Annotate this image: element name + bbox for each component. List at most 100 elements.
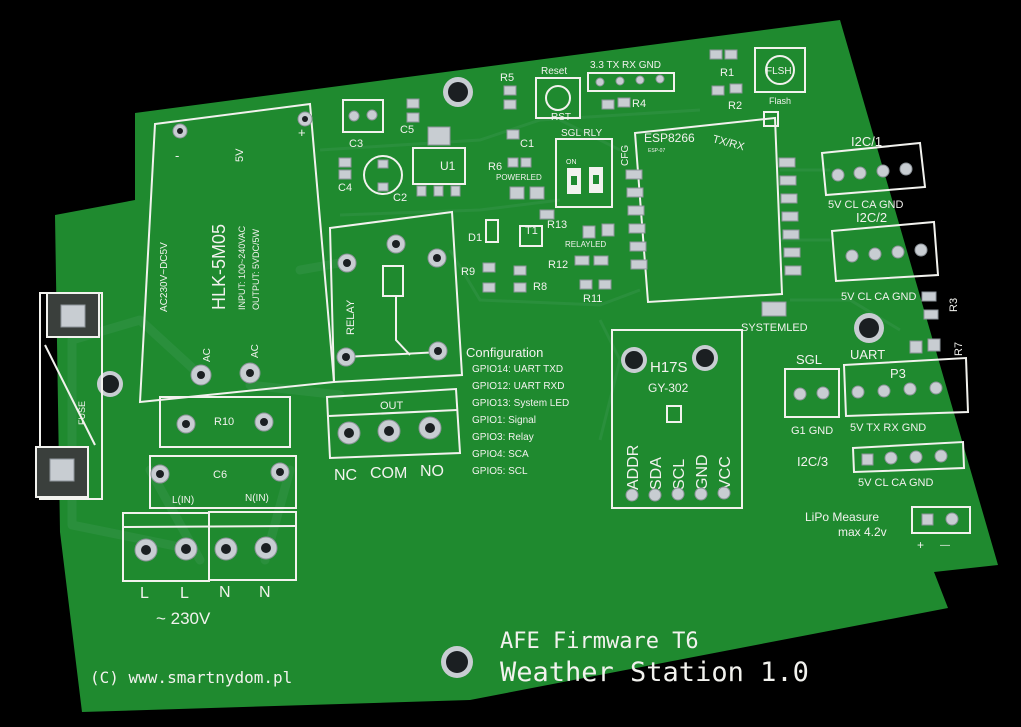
c6-nin-label: N(IN) xyxy=(245,493,269,504)
t1-label: T1 xyxy=(525,225,538,237)
c3-label: C3 xyxy=(349,138,363,150)
r13-label: R13 xyxy=(547,219,567,231)
i2c2-pins: 5V CL CA GND xyxy=(841,291,916,303)
firmware-title: AFE Firmware T6 xyxy=(500,629,699,654)
uart-label: UART xyxy=(850,347,885,362)
uart-conn-label: P3 xyxy=(890,366,906,381)
r8-label: R8 xyxy=(533,281,547,293)
c2-label: C2 xyxy=(393,192,407,204)
esp-name: ESP8266 xyxy=(644,131,695,145)
r7-label: R7 xyxy=(953,342,965,356)
pcb-substrate xyxy=(55,20,998,712)
i2c1-pins: 5V CL CA GND xyxy=(828,199,903,211)
esp-right-pads xyxy=(778,157,802,276)
nc-label: NC xyxy=(334,467,357,484)
esp-sub: ESP-07 xyxy=(648,148,665,154)
lipo-sub: max 4.2v xyxy=(838,525,887,539)
relay: RELAY xyxy=(328,210,464,384)
relay-out-terminal: OUT NC COM NO xyxy=(325,387,462,484)
r3-label: R3 xyxy=(948,298,960,312)
sensor-pin-addr: ADDR xyxy=(625,445,642,490)
module-side-label: AC230V~DC5V xyxy=(159,242,170,312)
sensor-code: H17S xyxy=(650,359,688,376)
no-label: NO xyxy=(420,463,444,480)
i2c2-connector: I2C/2 5V CL CA GND xyxy=(830,210,940,303)
r9-label: R9 xyxy=(461,266,475,278)
c4-label: C4 xyxy=(338,182,352,194)
sgl-rly-label: SGL RLY xyxy=(561,128,602,139)
reset-label: Reset xyxy=(541,66,567,77)
c6-capacitor: C6 L(IN) N(IN) xyxy=(149,455,297,509)
sensor-name: GY-302 xyxy=(648,381,689,395)
d1-label: D1 xyxy=(468,232,482,244)
mains-voltage: ~ 230V xyxy=(156,609,211,628)
uart-connector: UART P3 5V TX RX GND xyxy=(842,347,970,434)
config-title: Configuration xyxy=(466,345,543,360)
module-output: OUTPUT: 5VDC/5W xyxy=(251,228,261,310)
i2c3-pins: 5V CL CA GND xyxy=(858,477,933,489)
c6-lin-label: L(IN) xyxy=(172,495,194,506)
com-label: COM xyxy=(370,465,407,482)
flsh-label: FLSH xyxy=(766,66,792,77)
cfg-label: CFG xyxy=(620,145,631,166)
r5-label: R5 xyxy=(500,72,514,84)
uart-pins: 5V TX RX GND xyxy=(850,422,926,434)
lipo-minus: — xyxy=(940,540,950,551)
i2c1-label: I2C/1 xyxy=(851,134,882,149)
sgl-pins: G1 GND xyxy=(791,425,833,437)
product-title: Weather Station 1.0 xyxy=(500,657,809,688)
copyright-text: (C) www.smartnydom.pl xyxy=(90,668,292,687)
config-line: GPIO5: SCL xyxy=(472,466,528,477)
sensor-pin-gnd: GND xyxy=(694,454,711,490)
sensor-pin-vcc: VCC xyxy=(717,456,734,490)
r11-label: R11 xyxy=(583,293,602,305)
i2c3-connector: I2C/3 5V CL CA GND xyxy=(797,440,966,489)
c5-label: C5 xyxy=(400,124,414,136)
board-footer: AFE Firmware T6 Weather Station 1.0 (C) … xyxy=(90,629,809,688)
esp-left-pads xyxy=(625,169,648,270)
r10-resistor: R10 xyxy=(159,396,291,448)
module-minus-label: - xyxy=(175,148,179,163)
fuse-holder: FUSE xyxy=(35,292,103,500)
sensor-pin-scl: SCL xyxy=(671,459,688,490)
module-plus-label: + xyxy=(298,125,306,140)
on-label: ON xyxy=(566,159,577,166)
config-line: GPIO13: System LED xyxy=(472,398,569,409)
u1-label: U1 xyxy=(440,159,456,173)
c6-label: C6 xyxy=(213,469,227,481)
module-name: HLK-5M05 xyxy=(209,224,229,310)
lipo-plus: + xyxy=(917,538,924,552)
i2c1-connector: I2C/1 5V CL CA GND xyxy=(820,134,927,211)
config-line: GPIO3: Relay xyxy=(472,432,534,443)
systemled-label: SYSTEMLED xyxy=(741,322,808,334)
r6-label: R6 xyxy=(488,161,502,173)
module-ac2: AC xyxy=(250,344,261,358)
powerled-label: POWERLED xyxy=(496,173,542,182)
relay-label: RELAY xyxy=(345,299,357,335)
r4-label: R4 xyxy=(632,98,646,110)
out-label: OUT xyxy=(380,400,404,412)
mounting-holes xyxy=(97,77,884,678)
serial-header-label: 3.3 TX RX GND xyxy=(590,60,661,71)
config-line: GPIO4: SCA xyxy=(472,449,529,460)
relayled-label: RELAYLED xyxy=(565,240,606,249)
gy302-sensor: H17S GY-302 ADDR SDA SCL GND VCC xyxy=(611,329,743,509)
mains-terminal: L L N N ~ 230V xyxy=(122,511,297,628)
fuse-label: FUSE xyxy=(77,401,87,425)
lipo-title: LiPo Measure xyxy=(805,510,879,524)
config-line: GPIO12: UART RXD xyxy=(472,381,564,392)
r10-label: R10 xyxy=(214,416,234,428)
i2c3-label: I2C/3 xyxy=(797,454,828,469)
config-line: GPIO1: Signal xyxy=(472,415,536,426)
i2c2-label: I2C/2 xyxy=(856,210,887,225)
rst-label: RST xyxy=(551,112,571,123)
mains-n1: N xyxy=(219,584,231,601)
mains-l1: L xyxy=(140,585,149,602)
r2-label: R2 xyxy=(728,100,742,112)
mains-l2: L xyxy=(180,585,189,602)
sgl-label: SGL xyxy=(796,352,822,367)
config-line: GPIO14: UART TXD xyxy=(472,364,563,375)
module-input: INPUT: 100~240VAC xyxy=(237,225,247,310)
module-ac1: AC xyxy=(202,348,213,362)
